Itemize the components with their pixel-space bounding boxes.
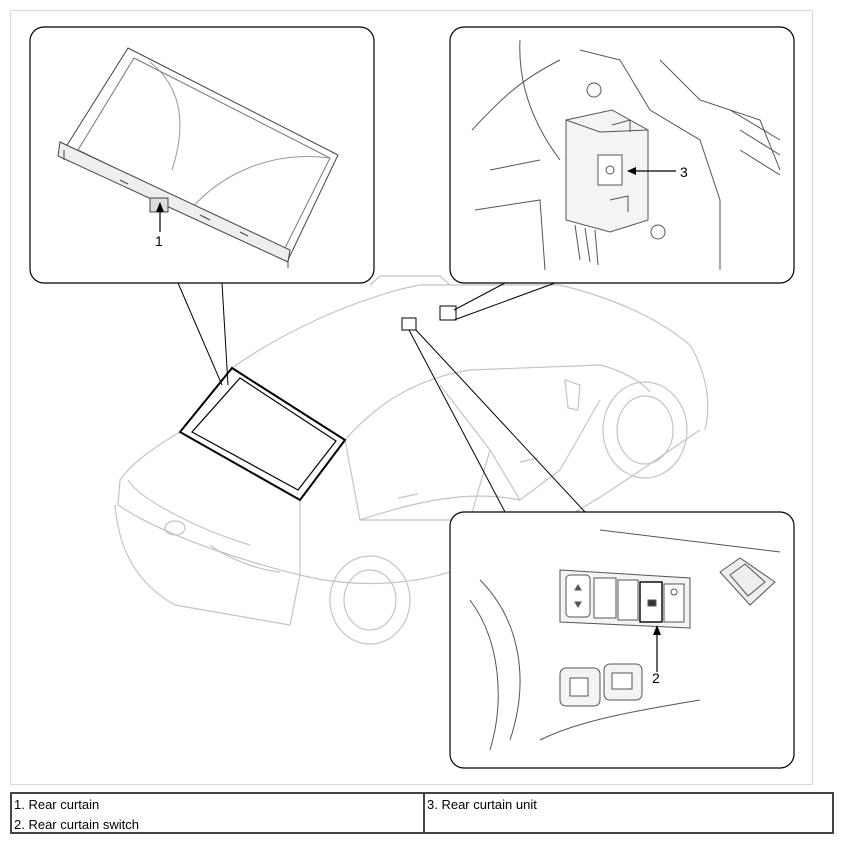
switch-location-marker <box>401 317 417 331</box>
callout-3: 3 <box>680 164 688 180</box>
legend-item-rear-curtain: 1. Rear curtain <box>14 797 100 812</box>
callout-1: 1 <box>155 233 163 249</box>
figure-frame <box>10 10 813 785</box>
leader-lines <box>177 282 586 513</box>
rear-curtain-switch-drawing <box>469 529 781 751</box>
legend-table: 1. Rear curtain 2. Rear curtain switch 3… <box>10 792 834 834</box>
rear-curtain-drawing <box>57 47 339 268</box>
legend-column-right: 3. Rear curtain unit <box>425 794 832 832</box>
legend-item-rear-curtain-unit: 3. Rear curtain unit <box>427 797 537 812</box>
rear-curtain-detail-panel <box>29 26 375 284</box>
legend-item-rear-curtain-switch: 2. Rear curtain switch <box>14 817 139 832</box>
rear-window-highlight <box>178 366 347 502</box>
unit-location-marker <box>439 305 457 321</box>
callout-2: 2 <box>652 670 660 686</box>
car-illustration <box>114 275 709 645</box>
rear-curtain-unit-drawing <box>471 39 781 271</box>
component-location-diagram: 1 3 <box>29 26 795 769</box>
legend-column-left: 1. Rear curtain 2. Rear curtain switch <box>12 794 425 832</box>
rear-curtain-switch-detail-panel <box>449 511 795 769</box>
